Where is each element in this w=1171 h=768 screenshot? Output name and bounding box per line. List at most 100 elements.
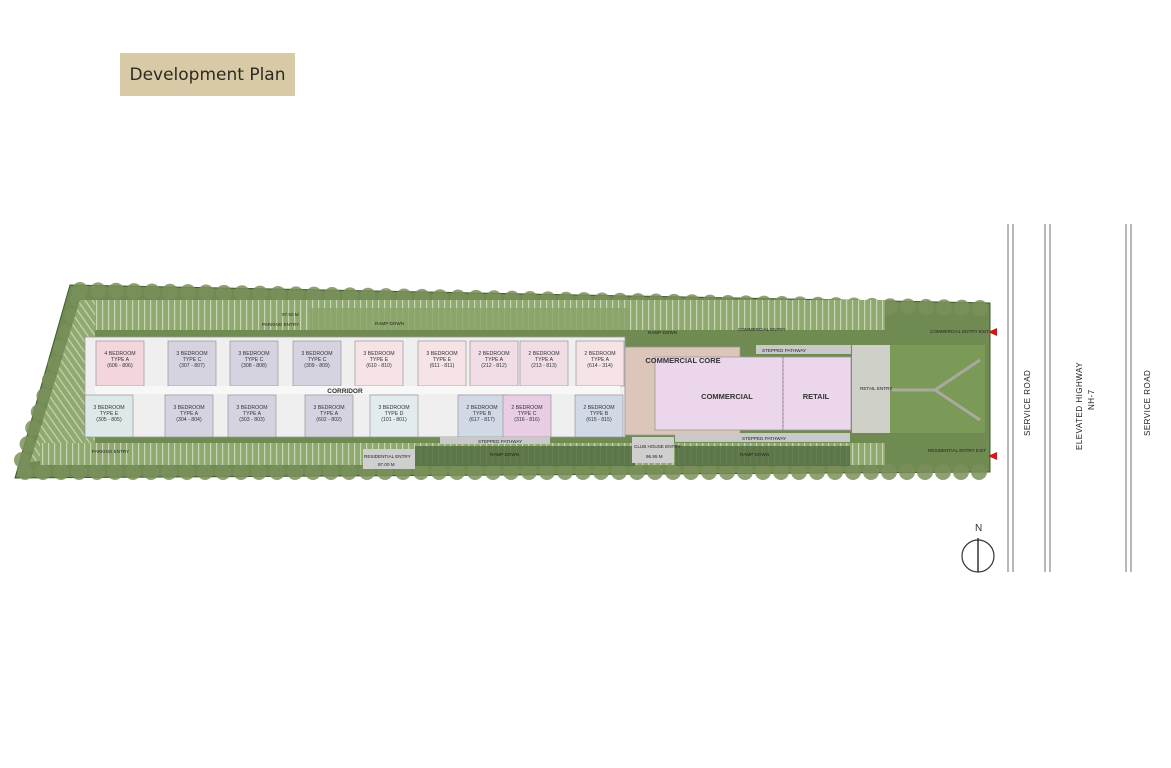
unit-block: [369, 394, 419, 438]
tree-icon: [252, 285, 268, 302]
unit-label: (615 - 815): [586, 417, 612, 423]
unit-block: [304, 394, 354, 438]
unit-label: TYPE A: [320, 411, 339, 417]
tree-icon: [593, 464, 609, 480]
stepped-pathway-mid-label: STEPPED PATHWAY: [478, 439, 522, 444]
unit-label: (101 - 801): [381, 417, 407, 423]
tree-icon: [882, 298, 898, 315]
tree-icon: [30, 404, 47, 420]
unit-label: (309 - 809): [304, 363, 330, 369]
tree-icon: [701, 464, 717, 480]
unit-label: (617 - 817): [469, 417, 495, 423]
tree-icon: [197, 464, 213, 480]
tree-icon: [89, 464, 105, 480]
unit-label: TYPE C: [245, 357, 264, 363]
tree-icon: [198, 284, 214, 301]
parking-entry-top-label: PARKING ENTRY: [262, 322, 299, 327]
unit-label: (606 - 806): [107, 363, 133, 369]
tree-icon: [629, 464, 645, 480]
tree-icon: [19, 436, 36, 452]
unit-label: (611 - 811): [430, 363, 455, 369]
ramp-down-top-label: RAMP DOWN: [648, 330, 677, 335]
tree-icon: [288, 286, 304, 303]
ramp-down-top-label-2: RAMP DOWN: [375, 321, 404, 326]
tree-icon: [162, 283, 178, 300]
tree-icon: [431, 464, 447, 480]
tree-icon: [144, 283, 160, 300]
club-level-label: 96.95 M: [646, 454, 663, 459]
unit-label: (213 - 813): [531, 363, 557, 369]
tree-icon: [233, 464, 249, 480]
garden-path-2: [934, 388, 981, 422]
club-house-entry-label: CLUB HOUSE ENTRY: [634, 444, 681, 449]
club-house-box: [632, 437, 674, 463]
unit-label: 3 BEDROOM: [301, 351, 332, 357]
tree-icon: [953, 464, 969, 480]
unit-label: TYPE A: [180, 411, 199, 417]
tree-icon: [108, 282, 124, 299]
commercial-entry-label: COMMERCIAL ENTRY: [738, 327, 786, 332]
tree-icon: [71, 464, 87, 480]
stepped-pathway-top-label: STEPPED PATHWAY: [762, 348, 806, 353]
highway-number-label: NH-7: [1087, 389, 1096, 410]
tree-icon: [827, 464, 843, 480]
residential-level-label: 97.00 M: [378, 462, 395, 467]
tree-icon: [342, 287, 358, 304]
unit-block: [574, 394, 624, 438]
residential-entry-box: [363, 449, 415, 469]
tree-icon: [17, 464, 33, 480]
unit-block: [354, 340, 404, 387]
tree-icon: [935, 464, 951, 480]
unit-label: 3 BEDROOM: [173, 405, 204, 411]
tree-icon: [323, 464, 339, 480]
tree-icon: [270, 285, 286, 302]
corridor: [95, 386, 620, 394]
ramp-bottom-right: [675, 446, 850, 466]
tree-icon: [306, 286, 322, 303]
retail-entry-court: [852, 345, 890, 433]
unit-label: TYPE A: [535, 357, 554, 363]
tree-icon: [449, 464, 465, 480]
north-label: N: [975, 523, 982, 534]
highway-label: ELEVATED HIGHWAY: [1075, 362, 1084, 450]
unit-label: 3 BEDROOM: [363, 351, 394, 357]
tree-icon: [809, 464, 825, 480]
unit-label: 2 BEDROOM: [466, 405, 497, 411]
unit-label: (212 - 812): [481, 363, 507, 369]
tree-icon: [324, 287, 340, 304]
tree-icon: [269, 464, 285, 480]
unit-block: [95, 340, 145, 387]
tree-icon: [954, 299, 970, 316]
commercial-label: COMMERCIAL: [701, 392, 753, 401]
tree-icon: [936, 299, 952, 316]
landscape-strip-left: [30, 300, 95, 462]
tree-icon: [971, 464, 987, 480]
top-level-label: 97.50 M: [282, 312, 299, 317]
unit-label: (614 - 314): [587, 363, 613, 369]
unit-label: TYPE E: [100, 411, 119, 417]
unit-label: (316 - 816): [514, 417, 540, 423]
unit-block: [457, 394, 507, 438]
tree-canopy: [14, 282, 988, 480]
unit-block: [227, 394, 277, 438]
unit-label: (307 - 807): [179, 363, 205, 369]
corridor-label: CORRIDOR: [327, 388, 363, 395]
tree-icon: [557, 464, 573, 480]
tree-icon: [918, 298, 934, 315]
tree-icon: [467, 464, 483, 480]
tree-icon: [917, 464, 933, 480]
tree-icon: [972, 300, 988, 316]
unit-label: TYPE A: [111, 357, 130, 363]
service-road-right-label: SERVICE ROAD: [1143, 370, 1152, 436]
tree-icon: [719, 464, 735, 480]
unit-block: [469, 340, 519, 387]
unit-label: 3 BEDROOM: [176, 351, 207, 357]
service-road-left-label: SERVICE ROAD: [1023, 370, 1032, 436]
unit-label: 2 BEDROOM: [511, 405, 542, 411]
unit-block: [84, 394, 134, 438]
tree-icon: [845, 464, 861, 480]
unit-block: [164, 394, 214, 438]
residential-entry-label: RESIDENTIAL ENTRY: [364, 454, 411, 459]
unit-label: (610 - 810): [366, 363, 392, 369]
unit-label: (305 - 805): [96, 417, 122, 423]
